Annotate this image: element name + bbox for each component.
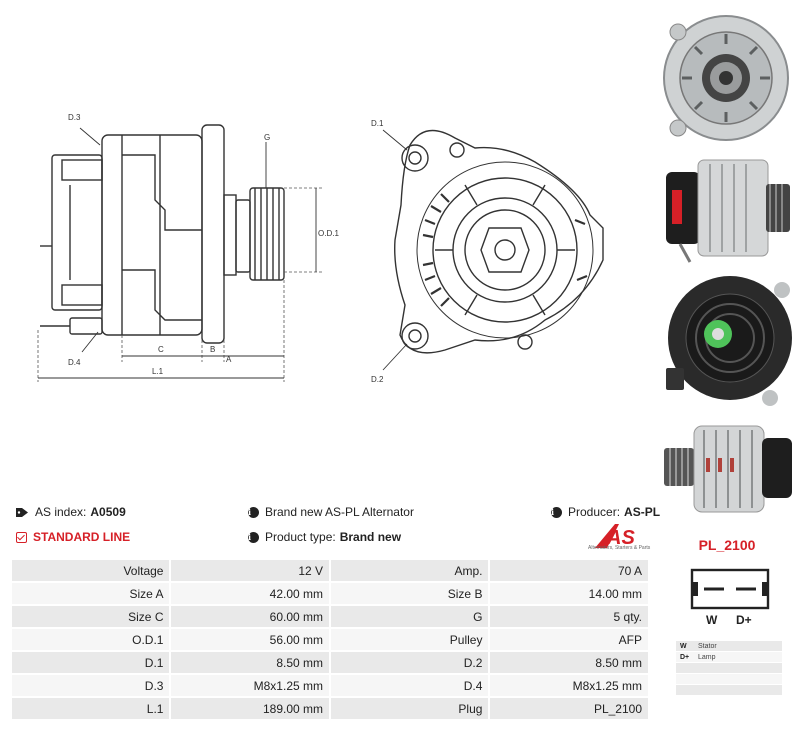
product-type-value: Brand new [339,530,402,544]
brand-line-text: Brand new AS-PL Alternator [265,505,414,519]
logo-text: AS [606,527,635,549]
plug-connector-drawing: W D+ [690,568,770,627]
product-type: i Product type: Brand new [248,530,401,544]
label-c: C [158,345,164,354]
label-b: B [210,345,215,354]
as-index-value: A0509 [90,505,126,519]
as-pl-logo: AS [595,524,635,549]
spec-key: G [331,606,489,627]
spec-value: 70 A [490,560,648,581]
alternator-side-view-drawing: D.3 G O.D.1 D.4 C B A L.1 [37,113,339,382]
plug-legend-desc: Lamp [698,653,716,661]
spec-value: M8x1.25 mm [171,675,329,696]
brand-tagline: Alternators, Starters & Parts [588,545,651,551]
spec-key: Size B [331,583,489,604]
spec-key: O.D.1 [12,629,170,650]
check-square-icon [16,531,27,543]
info-icon: i [248,506,259,518]
producer-label: Producer: [568,505,621,519]
label-a: A [226,355,232,364]
spec-key: Amp. [331,560,489,581]
spec-key: D.1 [12,652,170,673]
spec-value: 14.00 mm [490,583,648,604]
brand-line: i Brand new AS-PL Alternator [248,505,414,519]
plug-legend-row: D+ Lamp [676,652,782,662]
spec-value: 5 qty. [490,606,648,627]
producer: i Producer: AS-PL [551,505,660,519]
spec-key: D.2 [331,652,489,673]
plug-legend-row [676,674,782,684]
product-photo-front[interactable] [660,4,796,150]
plug-title: PL_2100 [698,537,756,553]
spec-value: M8x1.25 mm [490,675,648,696]
plug-legend-pin: W [680,642,687,650]
as-index: AS index: A0509 [16,505,126,519]
plug-legend-row: W Stator [676,641,782,651]
plug-legend-row [676,663,782,673]
label-g: G [264,133,270,142]
product-photo-top[interactable] [660,418,796,520]
product-type-label: Product type: [265,530,336,544]
alternator-front-view-drawing: D.1 D.2 [371,119,604,384]
spec-key: Pulley [331,629,489,650]
spec-key: D.3 [12,675,170,696]
standard-line-badge: STANDARD LINE [16,530,130,544]
plug-pin-w: W [706,613,718,627]
spec-value: 8.50 mm [490,652,648,673]
label-d2: D.2 [371,375,384,384]
spec-key: Size A [12,583,170,604]
spec-key: L.1 [12,698,170,719]
product-photo-rear[interactable] [660,272,796,412]
label-d1: D.1 [371,119,384,128]
spec-value: 56.00 mm [171,629,329,650]
as-index-label: AS index: [35,505,87,519]
spec-value: 60.00 mm [171,606,329,627]
label-l1: L.1 [152,367,164,376]
info-icon: i [248,531,259,543]
spec-value: PL_2100 [490,698,648,719]
tag-icon [16,507,28,517]
label-od1: O.D.1 [318,229,339,238]
label-d4: D.4 [68,358,81,367]
plug-pin-d: D+ [736,613,752,627]
product-photo-side[interactable] [660,150,796,270]
spec-value: 42.00 mm [171,583,329,604]
spec-value: 189.00 mm [171,698,329,719]
standard-line-text: STANDARD LINE [33,530,131,544]
info-icon: i [551,506,562,518]
producer-value: AS-PL [624,505,661,519]
plug-legend-pin: D+ [680,653,690,661]
spec-value: 12 V [171,560,329,581]
spec-key: D.4 [331,675,489,696]
spec-key: Size C [12,606,170,627]
plug-legend-desc: Stator [698,642,717,650]
label-d3: D.3 [68,113,81,122]
plug-legend-row [676,685,782,695]
spec-value: 8.50 mm [171,652,329,673]
spec-value: AFP [490,629,648,650]
spec-key: Voltage [12,560,170,581]
spec-key: Plug [331,698,489,719]
